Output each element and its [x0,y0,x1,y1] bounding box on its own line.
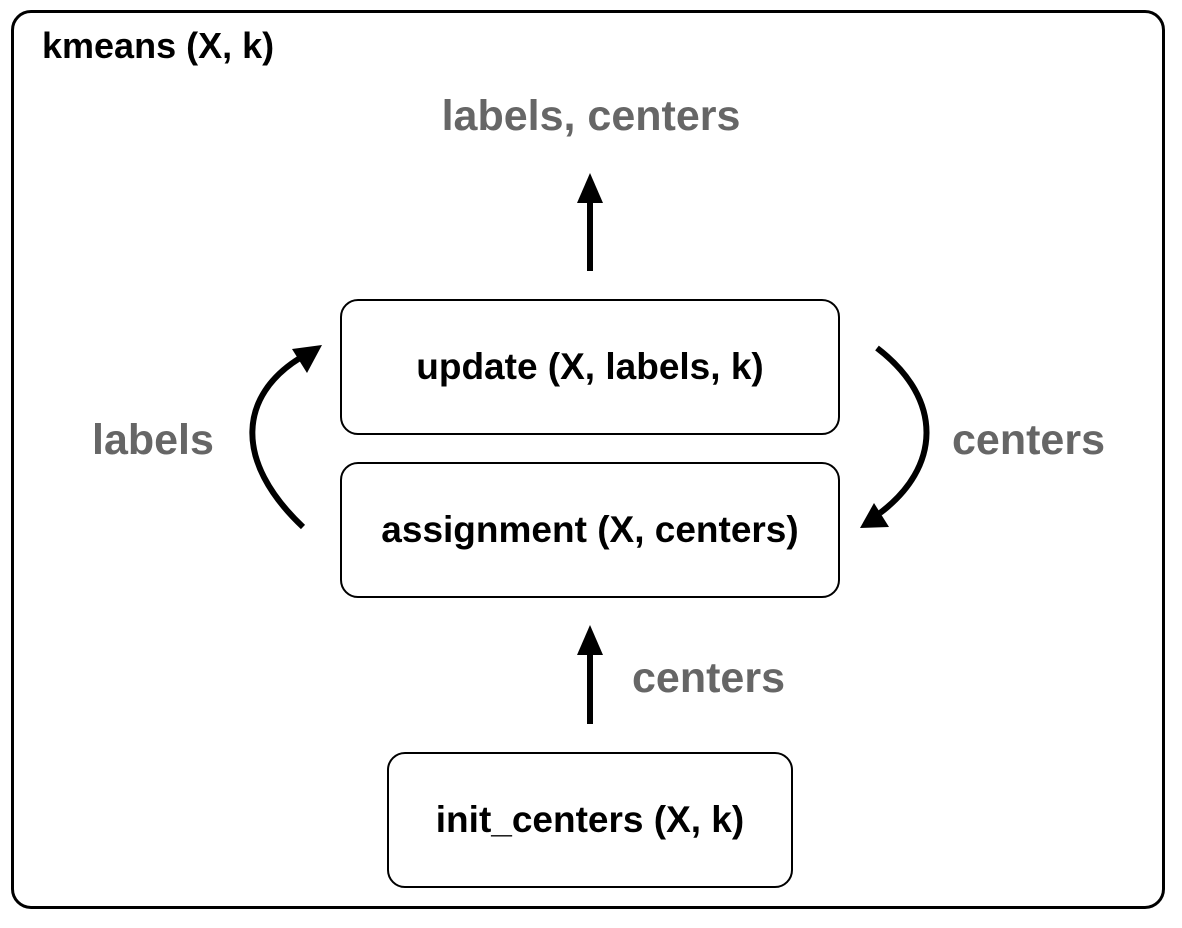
assignment-node: assignment (X, centers) [340,462,840,598]
labels-edge-label: labels [92,416,214,464]
output-label-text: labels, centers [441,92,741,140]
centers-loop-edge-label: centers [952,416,1105,464]
centers-init-edge-label: centers [632,654,785,702]
kmeans-container [11,10,1165,909]
init-centers-node: init_centers (X, k) [387,752,793,888]
update-node: update (X, labels, k) [340,299,840,435]
output-label: labels, centers [0,90,1182,142]
container-title: kmeans (X, k) [42,25,275,66]
